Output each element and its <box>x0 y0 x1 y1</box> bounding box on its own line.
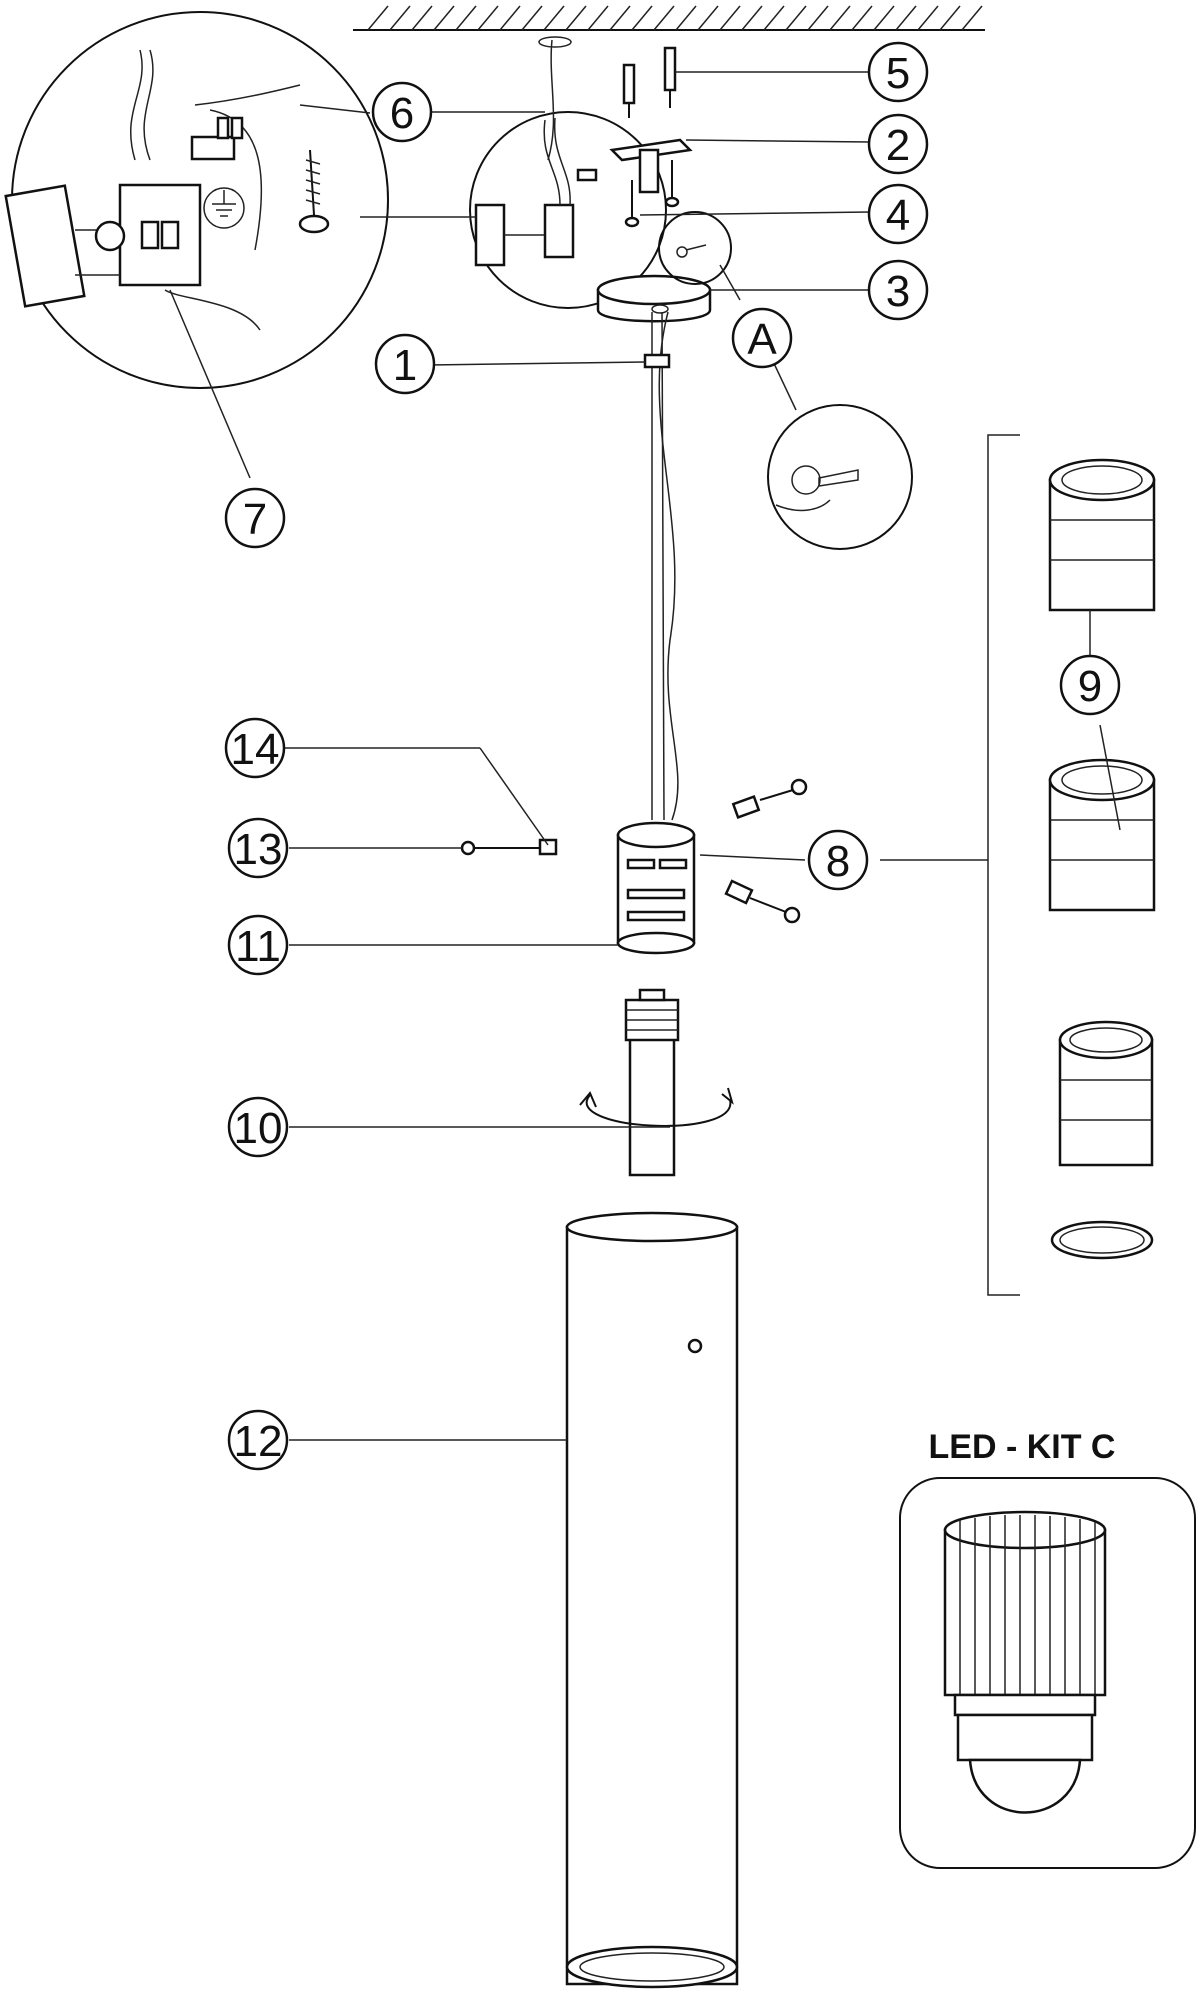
callout-12: 12 <box>227 1409 289 1471</box>
callout-label-3: 3 <box>886 267 910 316</box>
ground-symbol-icon <box>203 187 245 229</box>
callout-3: 3 <box>867 259 929 321</box>
ceiling <box>353 5 985 31</box>
callout-6: 6 <box>371 81 433 143</box>
fixing-screws <box>624 160 680 228</box>
wiring-detail-magnified <box>4 11 389 389</box>
callout-14: 14 <box>224 717 286 779</box>
adapter-ring-2 <box>1048 758 1156 912</box>
callout-label-11: 11 <box>235 922 281 971</box>
callout-label-13: 13 <box>234 825 283 874</box>
callout-label-7: 7 <box>243 495 267 544</box>
lamp-holder <box>616 821 696 955</box>
kit-title: LED - KIT C <box>929 1428 1116 1466</box>
callout-label-1: 1 <box>393 341 417 390</box>
leader-lines <box>169 71 1121 1441</box>
adapter-ring-3 <box>1058 1020 1154 1167</box>
callout-1: 1 <box>374 333 436 395</box>
callout-A: A <box>731 307 793 369</box>
rotate-arrow-icon <box>579 1087 734 1127</box>
detail-a-small-circle <box>658 211 732 285</box>
retaining-clip-ring <box>1050 1220 1154 1260</box>
callout-label-12: 12 <box>234 1417 283 1466</box>
screw-icon <box>298 149 330 234</box>
callout-label-14: 14 <box>231 725 280 774</box>
adapter-ring-1 <box>1048 458 1156 612</box>
callout-label-9: 9 <box>1078 662 1102 711</box>
callout-5: 5 <box>867 41 929 103</box>
callout-7: 7 <box>224 487 286 549</box>
detail-a-large-circle <box>767 404 913 550</box>
callout-11: 11 <box>227 914 289 976</box>
callout-label-8: 8 <box>826 837 850 886</box>
wiring-detail-small <box>469 111 667 309</box>
callout-13: 13 <box>227 817 289 879</box>
callout-label-A: A <box>747 315 777 364</box>
grub-screws-right <box>724 778 808 924</box>
grub-screw-left <box>460 838 558 856</box>
terminal-block <box>190 116 244 161</box>
callout-label-5: 5 <box>886 49 910 98</box>
callout-8: 8 <box>807 829 869 891</box>
callout-9: 9 <box>1059 654 1121 716</box>
supply-cable <box>538 36 572 161</box>
callout-label-2: 2 <box>886 121 910 170</box>
wall-plugs <box>622 46 677 118</box>
led-kit-c-panel: LED - KIT C <box>899 1428 1196 1869</box>
mounting-bracket <box>609 138 693 194</box>
callout-2: 2 <box>867 113 929 175</box>
callout-label-4: 4 <box>886 191 910 240</box>
ceiling-canopy <box>596 274 712 323</box>
suspension-cables <box>643 311 679 821</box>
led-kit-module <box>943 1510 1107 1814</box>
adapter-ring-options <box>987 434 1156 1296</box>
callout-label-6: 6 <box>390 89 414 138</box>
connector-housing <box>4 183 202 308</box>
callout-10: 10 <box>227 1096 289 1158</box>
lamp-body-tube <box>565 1211 739 1989</box>
callout-label-10: 10 <box>234 1104 283 1153</box>
callout-4: 4 <box>867 183 929 245</box>
led-bulb <box>624 988 680 1177</box>
